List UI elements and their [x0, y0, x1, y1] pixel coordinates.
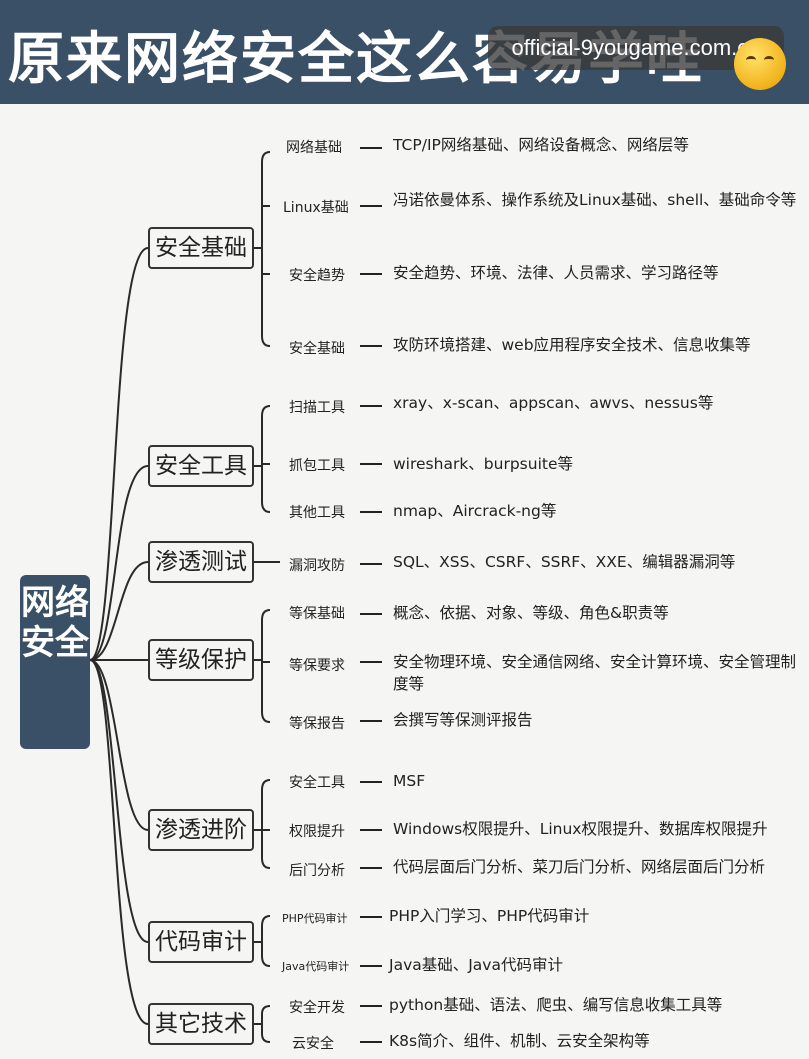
leaf-desc: MSF [393, 772, 426, 790]
leaf-label: 权限提升 [289, 824, 345, 840]
leaf-label: 安全趋势 [289, 268, 345, 284]
dash [360, 613, 382, 615]
root-branch-3 [89, 561, 149, 661]
dash [360, 916, 382, 918]
leaf-label: 等保基础 [289, 606, 345, 622]
dash [360, 273, 382, 275]
leaf-label: 等保报告 [289, 716, 345, 732]
leaf-label: 安全基础 [289, 341, 345, 357]
dash [360, 661, 382, 663]
dash [360, 829, 382, 831]
leaf-label: Java代码审计 [282, 960, 350, 973]
leaf-label: PHP代码审计 [282, 912, 348, 925]
category-code-audit: 代码审计 [148, 921, 254, 963]
category-security-tools: 安全工具 [148, 445, 254, 487]
leaf-desc: TCP/IP网络基础、网络设备概念、网络层等 [393, 136, 689, 154]
leaf-label: 等保要求 [289, 658, 345, 674]
leaf-desc: 会撰写等保测评报告 [393, 711, 533, 729]
leaf-label: 抓包工具 [289, 458, 345, 474]
dash [360, 720, 382, 722]
root-branch-7 [89, 659, 149, 1025]
leaf-desc: Java基础、Java代码审计 [389, 956, 563, 974]
bracket-4 [254, 609, 271, 723]
leaf-desc: 攻防环境搭建、web应用程序安全技术、信息收集等 [393, 336, 751, 354]
dash [360, 1005, 382, 1007]
root-branch-1 [89, 247, 149, 661]
leaf-desc: K8s简介、组件、机制、云安全架构等 [389, 1032, 650, 1050]
leaf-label: 安全开发 [289, 1000, 345, 1016]
leaf-label: 其他工具 [289, 505, 345, 521]
smiling-face-icon [734, 38, 786, 90]
bracket-2 [254, 405, 271, 513]
leaf-label: 扫描工具 [289, 400, 345, 416]
leaf-desc: PHP入门学习、PHP代码审计 [389, 907, 590, 925]
dash [360, 405, 382, 407]
root-label: 网络 安全 [21, 583, 89, 663]
leaf-label: 安全工具 [289, 775, 345, 791]
leaf-label: 网络基础 [286, 140, 342, 156]
leaf-desc: 概念、依据、对象、等级、角色&职责等 [393, 604, 669, 622]
leaf-desc: nmap、Aircrack-ng等 [393, 502, 557, 520]
category-other-tech: 其它技术 [148, 1003, 254, 1045]
bracket-7 [254, 1005, 271, 1043]
leaf-desc: wireshark、burpsuite等 [393, 455, 573, 473]
dash [360, 345, 382, 347]
root-branch-5 [89, 659, 149, 831]
category-security-basics: 安全基础 [148, 227, 254, 269]
leaf-desc: python基础、语法、爬虫、编写信息收集工具等 [389, 996, 723, 1014]
dash [360, 563, 382, 565]
root-node: 网络 安全 [20, 575, 90, 749]
category-classified-protection: 等级保护 [148, 639, 254, 681]
dash [360, 1041, 382, 1043]
bracket-6 [254, 915, 271, 967]
category-penetration-testing: 渗透测试 [148, 541, 254, 583]
category-advanced-penetration: 渗透进阶 [148, 809, 254, 851]
leaf-desc: 冯诺依曼体系、操作系统及Linux基础、shell、基础命令等 [393, 191, 797, 209]
leaf-desc: 安全物理环境、安全通信网络、安全计算环境、安全管理制度等 [393, 653, 797, 693]
dash [360, 511, 382, 513]
dash [360, 867, 382, 869]
root-branch-2 [89, 465, 149, 661]
leaf-label: 云安全 [292, 1036, 334, 1052]
leaf-desc: 代码层面后门分析、菜刀后门分析、网络层面后门分析 [393, 858, 766, 876]
header-banner: 原来网络安全这么容易学哇 official-9yougame.com.cn [0, 0, 809, 104]
dash [360, 781, 382, 783]
leaf-desc: 安全趋势、环境、法律、人员需求、学习路径等 [393, 264, 719, 282]
leaf-label: Linux基础 [283, 200, 349, 216]
leaf-label: 后门分析 [289, 863, 345, 879]
root-branch-6 [89, 659, 149, 943]
dash [360, 463, 382, 465]
leaf-label: 漏洞攻防 [289, 558, 345, 574]
bracket-1 [254, 151, 271, 347]
dash [360, 205, 382, 207]
dash [360, 965, 382, 967]
bracket-5 [254, 779, 271, 869]
leaf-desc: xray、x-scan、appscan、awvs、nessus等 [393, 394, 714, 412]
leaf-desc: SQL、XSS、CSRF、SSRF、XXE、编辑器漏洞等 [393, 553, 736, 571]
leaf-desc: Windows权限提升、Linux权限提升、数据库权限提升 [393, 820, 768, 838]
dash [360, 147, 382, 149]
